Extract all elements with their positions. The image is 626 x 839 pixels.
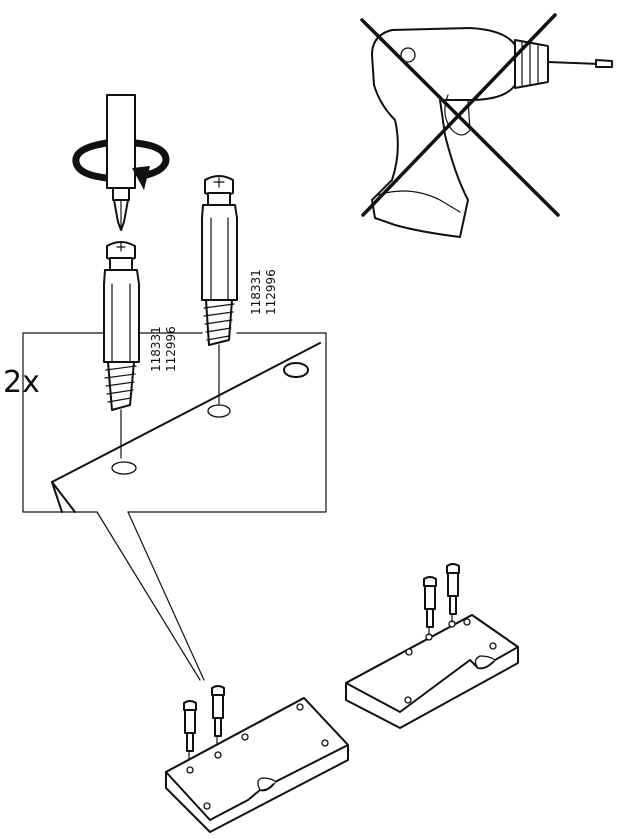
- part-number-left-1: 118331: [149, 326, 163, 372]
- part-number-right-2: 112996: [264, 269, 278, 315]
- no-power-drill-icon: [360, 13, 613, 238]
- part-number-right-1: 118331: [249, 269, 263, 315]
- manual-screwdriver-icon: [106, 94, 136, 231]
- side-panel-right: [345, 563, 519, 729]
- side-panel-left: [165, 685, 349, 833]
- dowel-screw-left: [103, 241, 140, 459]
- detail-callout-box: [22, 332, 327, 681]
- part-number-left-2: 112996: [164, 326, 178, 372]
- rotate-clockwise-arrow-icon: [72, 139, 170, 190]
- dowel-screw-right: [201, 175, 238, 405]
- power-drill-illustration: [371, 27, 613, 238]
- quantity-label: 2x: [3, 365, 40, 400]
